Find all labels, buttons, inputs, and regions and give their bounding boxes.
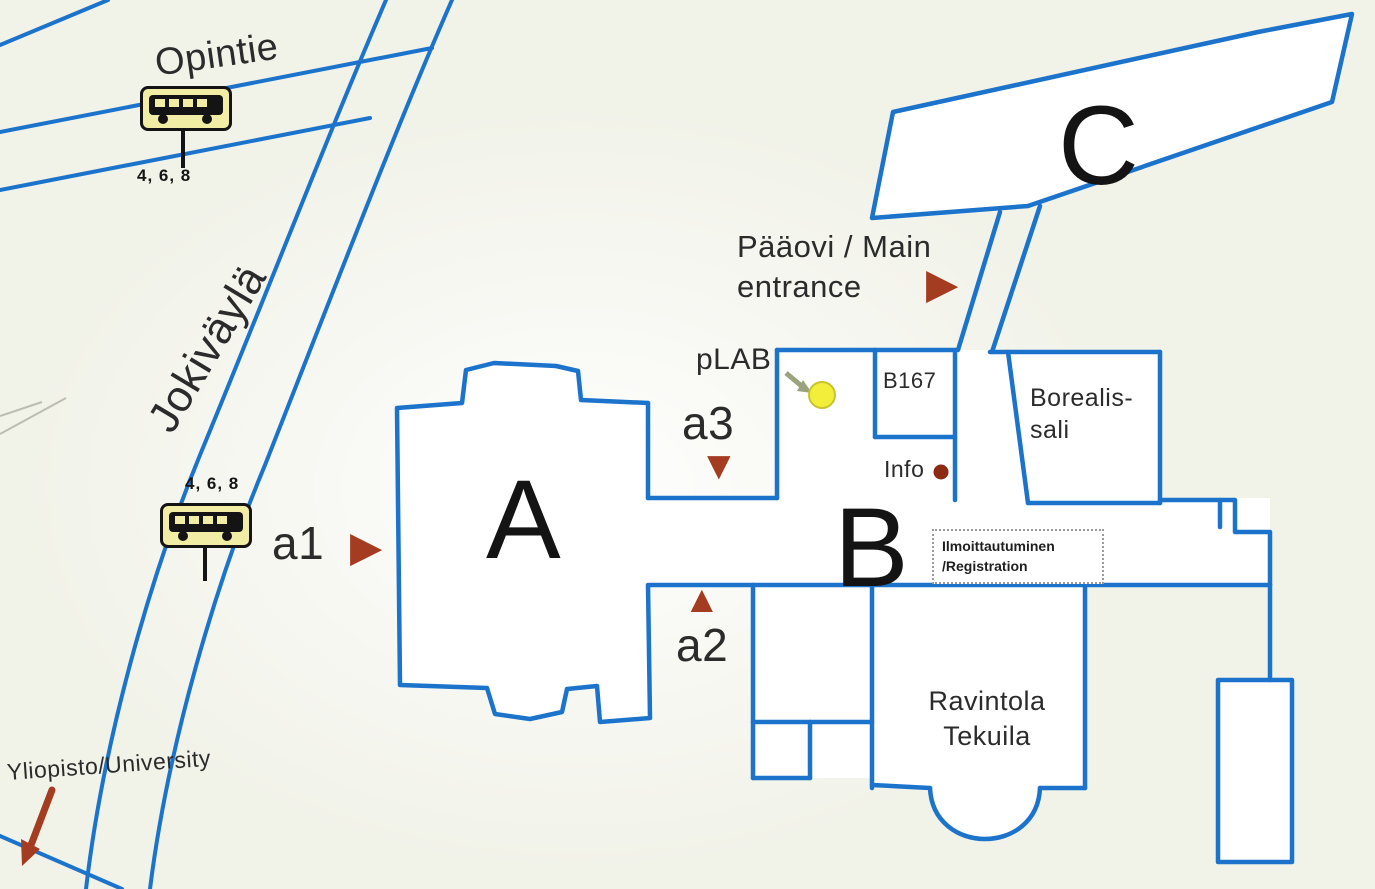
borealis-left-slant-wall <box>1005 349 1031 506</box>
entrance-a3-arrow-icon: ▼ <box>699 444 739 488</box>
building-c-label: C <box>1058 83 1140 208</box>
building-outlines <box>394 11 1355 865</box>
plab-location-marker-icon <box>808 381 836 409</box>
ravintola-bay-arc <box>927 785 1043 842</box>
road-jokivayla-west-edge <box>84 0 388 889</box>
university-arrow-shaft-icon <box>27 786 56 849</box>
faint-path-2 <box>0 401 43 417</box>
plab-label: pLAB <box>696 343 772 376</box>
entrance-a2-arrow-icon: ▲ <box>683 579 721 621</box>
borealis-label-line2: sali <box>1030 416 1070 444</box>
building-a-label: A <box>486 457 562 582</box>
entrance-a1-arrow-icon: ▶ <box>350 523 383 570</box>
ravintola-label-line1: Ravintola <box>928 686 1046 716</box>
footprint-lower-rooms <box>753 585 872 778</box>
bus-stop-sign <box>160 503 252 548</box>
bus-stop-sign <box>140 86 232 131</box>
bus-icon <box>149 94 223 124</box>
markers <box>21 371 949 866</box>
main-entrance-label: Pääovi / Main entrance <box>737 227 931 306</box>
plab-pointer-arrowhead-icon <box>797 380 812 393</box>
road-jokivayla-east-edge <box>148 0 454 889</box>
room-b167-label: B167 <box>883 368 937 393</box>
building-b-label: B <box>834 485 910 610</box>
wing-outline <box>1215 677 1295 865</box>
registration-box: Ilmoittautuminen /Registration <box>932 529 1104 585</box>
building-footprints <box>397 14 1352 862</box>
registration-label-line2: /Registration <box>942 557 1028 574</box>
bus-lines-label: 4, 6, 8 <box>137 166 192 185</box>
main-entrance-label-line1: Pääovi / Main <box>737 229 932 264</box>
bus-stop-pole <box>203 548 207 581</box>
bus-icon <box>169 511 243 541</box>
entrance-a2-label: a2 <box>676 619 729 671</box>
roads <box>0 0 454 889</box>
footprint-building-a <box>397 363 650 722</box>
borealis-label-line1: Borealis- <box>1030 384 1134 412</box>
borealis-sali-label: Borealis- sali <box>1030 382 1133 446</box>
entrance-a3-label: a3 <box>682 397 735 449</box>
info-point-marker-icon <box>933 464 949 480</box>
road-opintie-lower-edge <box>0 116 372 192</box>
footprint-building-c <box>872 14 1352 218</box>
ravintola-label-line2: Tekuila <box>943 720 1031 751</box>
main-entrance-label-line2: entrance <box>737 268 862 304</box>
ravintola-tekuila-label: Ravintola Tekuila <box>928 684 1046 753</box>
faint-path-1 <box>0 397 67 435</box>
bus-lines-label: 4, 6, 8 <box>185 474 240 493</box>
main-entrance-arrow-icon: ▶ <box>926 260 959 307</box>
footprint-right-wing <box>1218 680 1292 862</box>
road-corner-topleft <box>0 0 110 47</box>
university-arrow-head-icon <box>21 839 40 866</box>
building-c-outline <box>869 11 1355 221</box>
entrance-corridor-left <box>955 209 1003 353</box>
info-point-label: Info <box>884 456 925 482</box>
footprint-upper-block <box>777 350 1160 500</box>
footprint-ravintola <box>872 585 1085 839</box>
registration-label-line1: Ilmoittautuminen <box>942 538 1055 554</box>
ravintola-bottom-left <box>869 782 933 791</box>
entrance-a1-label: a1 <box>272 517 325 569</box>
entrance-corridor-right <box>989 203 1043 355</box>
road-bottom-left <box>0 834 124 889</box>
bus-stop-pole <box>181 130 185 168</box>
building-a-outline <box>394 360 653 725</box>
band-top-right <box>1157 497 1273 588</box>
